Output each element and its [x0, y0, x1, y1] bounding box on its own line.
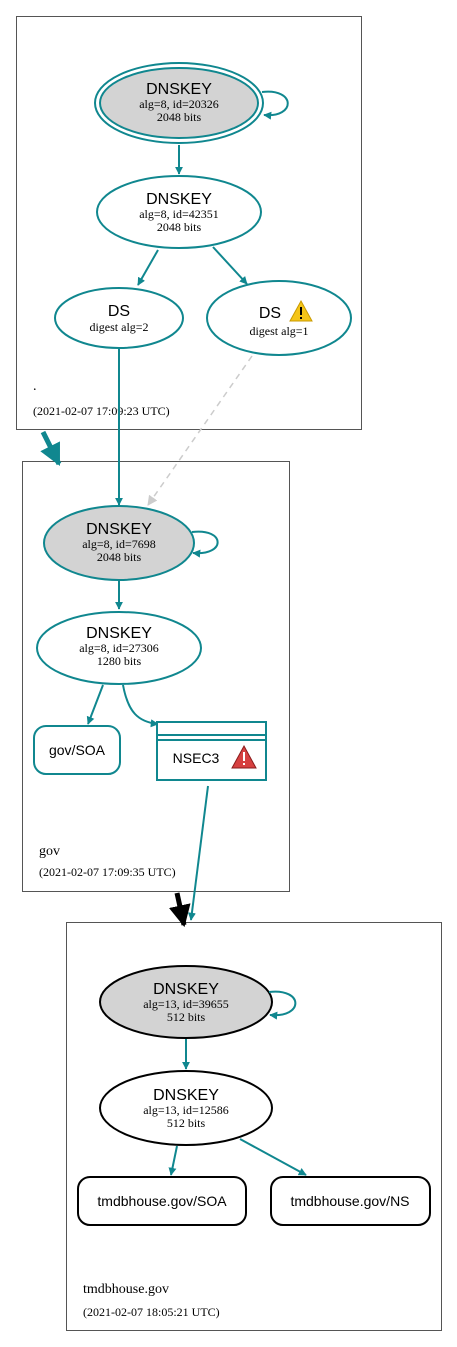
gov-soa-node: gov/SOA [33, 725, 121, 775]
tmdb-ksk-node: DNSKEY alg=13, id=39655 512 bits [99, 965, 273, 1039]
root-zsk-detail: alg=8, id=42351 [139, 207, 219, 221]
root-zsk-node: DNSKEY alg=8, id=42351 2048 bits [96, 175, 262, 249]
delegation-arrow-root-gov [40, 430, 62, 466]
root-ksk-title: DNSKEY [146, 81, 212, 98]
zone-gov-timestamp: (2021-02-07 17:09:35 UTC) [39, 865, 176, 879]
edge-gov-zsk-soa [86, 684, 104, 725]
gov-ksk-node: DNSKEY alg=8, id=7698 2048 bits [43, 505, 195, 581]
tmdb-zsk-title: DNSKEY [153, 1087, 219, 1104]
zone-root-name: . [33, 379, 37, 394]
root-ds2-detail: digest alg=1 [249, 324, 308, 338]
tmdb-zsk-bits: 512 bits [167, 1116, 206, 1130]
tmdb-soa-label: tmdbhouse.gov/SOA [97, 1193, 227, 1209]
root-ds1-detail: digest alg=2 [89, 320, 148, 334]
root-ds2-title: DS [259, 305, 281, 322]
tmdb-zsk-detail: alg=13, id=12586 [143, 1103, 229, 1117]
root-zsk-bits: 2048 bits [157, 220, 202, 234]
tmdb-zsk-node: DNSKEY alg=13, id=12586 512 bits [99, 1070, 273, 1146]
gov-ksk-title: DNSKEY [86, 521, 152, 538]
edge-root-zsk-ds2 [212, 246, 248, 285]
gov-soa-label: gov/SOA [49, 742, 106, 758]
edge-root-zsk-ds1 [137, 249, 159, 286]
root-ds1-title: DS [108, 303, 130, 320]
gov-zsk-detail: alg=8, id=27306 [79, 641, 159, 655]
root-ds-node-2: DS digest alg=1 [206, 280, 352, 356]
gov-zsk-node: DNSKEY alg=8, id=27306 1280 bits [36, 611, 202, 685]
gov-ksk-detail: alg=8, id=7698 [82, 537, 156, 551]
root-ksk-bits: 2048 bits [157, 110, 202, 124]
gov-zsk-title: DNSKEY [86, 625, 152, 642]
tmdb-ns-label: tmdbhouse.gov/NS [290, 1193, 409, 1209]
warning-icon [289, 299, 313, 322]
root-zsk-title: DNSKEY [146, 191, 212, 208]
zone-tmdb-name: tmdbhouse.gov [83, 1282, 169, 1297]
zone-gov-name: gov [39, 844, 60, 859]
gov-zsk-bits: 1280 bits [97, 654, 142, 668]
edge-gov-zsk-nsec3 [122, 684, 159, 728]
gov-ksk-bits: 2048 bits [97, 550, 142, 564]
tmdb-ns-node: tmdbhouse.gov/NS [270, 1176, 431, 1226]
gov-nsec3-node: NSEC3 [156, 721, 267, 781]
gov-ksk-self-loop [191, 530, 219, 558]
edge-root-ds2-gov-ksk-dashed [147, 355, 253, 506]
tmdb-ksk-detail: alg=13, id=39655 [143, 997, 229, 1011]
edge-tmdb-zsk-soa [168, 1145, 178, 1176]
zone-tmdb-timestamp: (2021-02-07 18:05:21 UTC) [83, 1305, 220, 1319]
tmdb-soa-node: tmdbhouse.gov/SOA [77, 1176, 247, 1226]
root-ds-node-1: DS digest alg=2 [54, 287, 184, 349]
tmdb-ksk-self-loop [268, 990, 297, 1020]
tmdb-ksk-title: DNSKEY [153, 981, 219, 998]
edge-tmdb-zsk-ns [239, 1138, 307, 1176]
edge-gov-nsec3-tmdb [187, 785, 209, 921]
root-ksk-detail: alg=8, id=20326 [139, 97, 219, 111]
gov-nsec3-title: NSEC3 [173, 750, 220, 766]
root-ksk-node: DNSKEY alg=8, id=20326 2048 bits [94, 62, 264, 144]
zone-root-timestamp: (2021-02-07 17:09:23 UTC) [33, 404, 170, 418]
error-icon [231, 744, 257, 769]
delegation-arrow-gov-tmdb [169, 892, 191, 928]
root-ksk-self-loop [261, 90, 289, 120]
tmdb-ksk-bits: 512 bits [167, 1010, 206, 1024]
